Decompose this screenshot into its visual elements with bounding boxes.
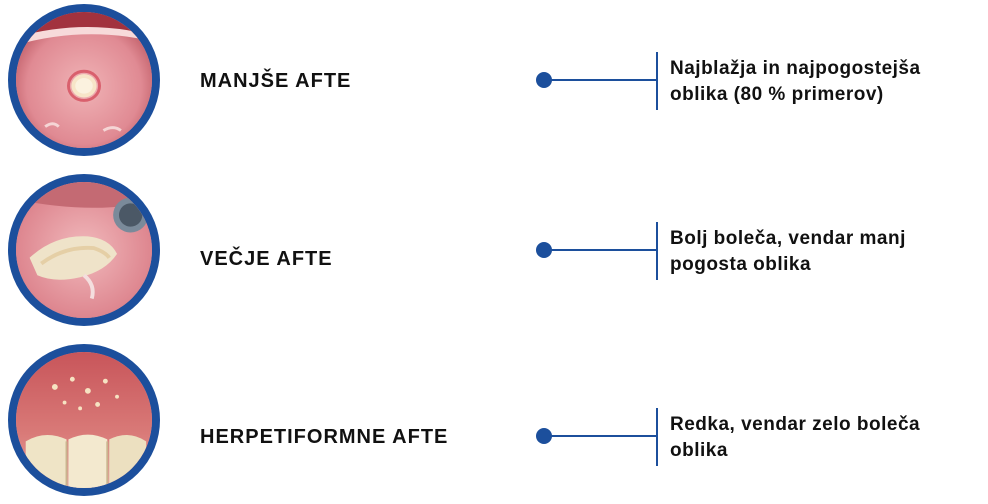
aphtha-row-herpetiform: HERPETIFORMNE AFTE Redka, vendar zelo bo… [0, 344, 988, 504]
aphtha-type-label: MANJŠE AFTE [200, 70, 352, 92]
description-line: pogosta oblika [670, 254, 812, 275]
connector-bracket [656, 408, 658, 466]
connector-line [550, 79, 658, 81]
description-line: Bolj boleča, vendar manj [670, 228, 906, 249]
aphtha-description: Bolj boleča, vendar manj pogosta oblika [670, 226, 980, 278]
connector-line [550, 249, 658, 251]
aphtha-type-label: VEČJE AFTE [200, 248, 333, 270]
description-line: Redka, vendar zelo boleča [670, 414, 921, 435]
connector-line [550, 435, 658, 437]
connector-dot [536, 242, 552, 258]
aphtha-description: Redka, vendar zelo boleča oblika [670, 412, 980, 464]
connector-dot [536, 72, 552, 88]
minor-aphtha-photo-icon [8, 4, 160, 156]
herpetiform-aphtha-photo-icon [8, 344, 160, 496]
aphtha-row-major: VEČJE AFTE Bolj boleča, vendar manj pogo… [0, 174, 988, 334]
major-aphtha-photo-icon [8, 174, 160, 326]
connector-bracket [656, 52, 658, 110]
connector-dot [536, 428, 552, 444]
aphtha-type-label: HERPETIFORMNE AFTE [200, 426, 449, 448]
aphtha-row-minor: MANJŠE AFTE Najblažja in najpogostejša o… [0, 4, 988, 164]
connector-bracket [656, 222, 658, 280]
description-line: oblika (80 % primerov) [670, 84, 884, 105]
aphtha-description: Najblažja in najpogostejša oblika (80 % … [670, 56, 980, 108]
description-line: Najblažja in najpogostejša [670, 58, 921, 79]
description-line: oblika [670, 440, 728, 461]
